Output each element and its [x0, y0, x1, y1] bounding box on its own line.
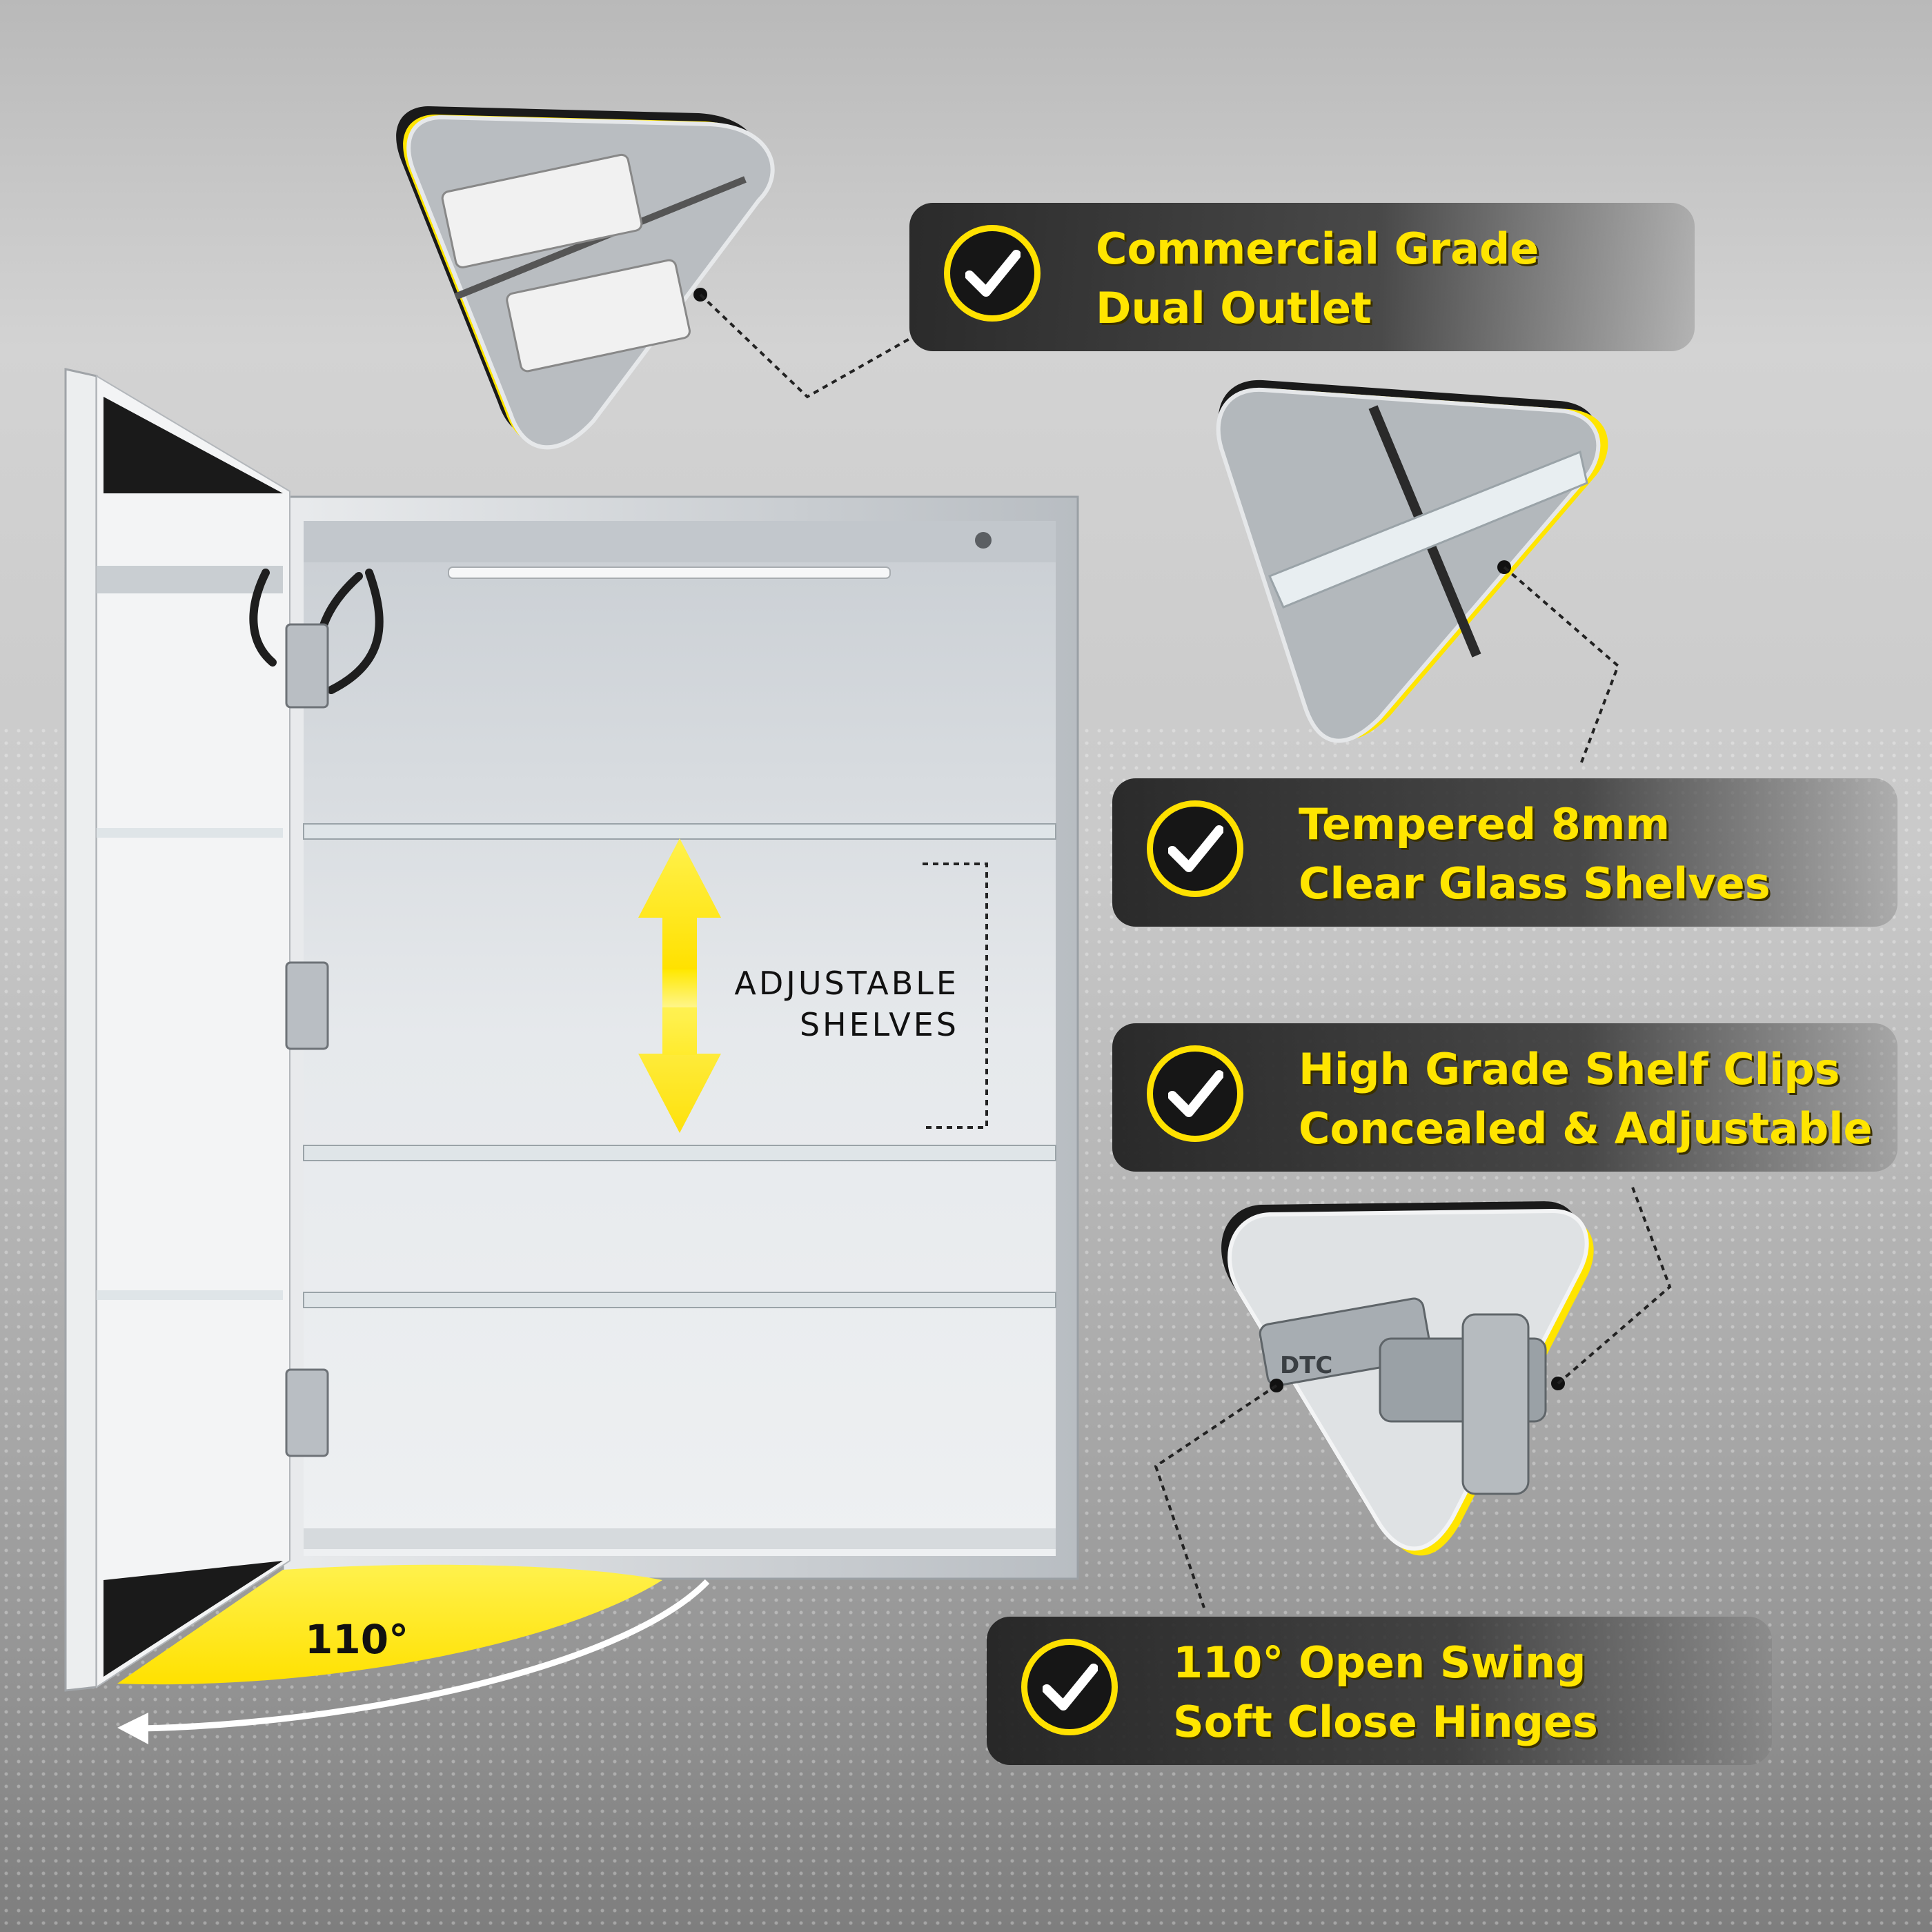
feature-title: Commercial Grade [1096, 224, 1539, 274]
check-icon [944, 225, 1041, 322]
feature-hinges: 110° Open Swing Soft Close Hinges [987, 1617, 1772, 1765]
hinge [285, 623, 329, 1457]
outlet-leader [699, 293, 911, 399]
check-icon [1021, 1639, 1118, 1735]
check-icon [1147, 1045, 1243, 1142]
angle-label: 110° [305, 1616, 409, 1663]
feature-glass-shelves: Tempered 8mm Clear Glass Shelves [1112, 778, 1897, 927]
feature-subtitle: Concealed & Adjustable [1299, 1103, 1873, 1154]
swing-arrow-icon [137, 1579, 710, 1732]
shelves-line: SHELVES [799, 1006, 959, 1043]
check-icon [1147, 800, 1243, 897]
feature-title: High Grade Shelf Clips [1299, 1044, 1840, 1094]
adjustable-line: ADJUSTABLE [734, 965, 959, 1002]
adjustable-shelves-label: ADJUSTABLE SHELVES [662, 963, 959, 1045]
adjust-bracket [923, 862, 988, 1129]
hinge-inset [1221, 1201, 1594, 1556]
feature-dual-outlet: Commercial Grade Dual Outlet [909, 203, 1695, 351]
feature-title: 110° Open Swing [1173, 1637, 1586, 1688]
hinge-leader-2 [1154, 1384, 1278, 1608]
swing-indicator [117, 1564, 710, 1744]
feature-subtitle: Clear Glass Shelves [1299, 858, 1771, 909]
hinge-brand-label: DTC [1280, 1352, 1332, 1379]
feature-subtitle: Dual Outlet [1096, 283, 1372, 333]
cabinet-door [64, 368, 290, 1692]
shelf-clip-leader [1503, 566, 1620, 767]
hinge-leader [1557, 1185, 1672, 1385]
outlet-inset [396, 106, 775, 450]
feature-shelf-clips: High Grade Shelf Clips Concealed & Adjus… [1112, 1023, 1897, 1172]
adjust-arrow-icon [638, 838, 721, 1133]
glass-shelf [303, 823, 1056, 1308]
feature-title: Tempered 8mm [1299, 799, 1670, 849]
shelf-clip-inset [1216, 379, 1608, 743]
feature-subtitle: Soft Close Hinges [1173, 1697, 1598, 1747]
